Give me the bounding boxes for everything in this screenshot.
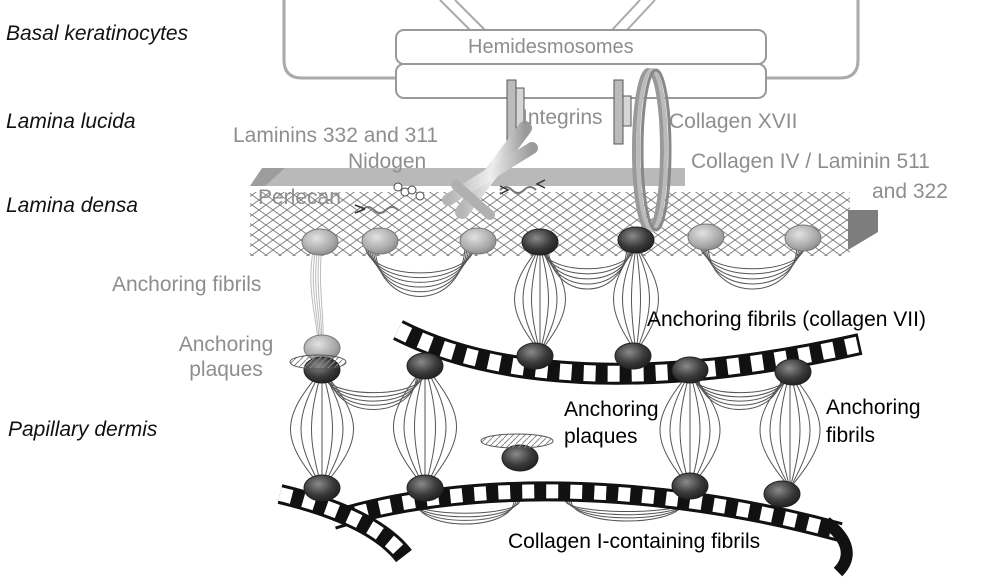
- anchoring-node-dark: [406, 352, 444, 380]
- fibril-strand: [689, 371, 711, 489]
- fibril-loop: [545, 243, 630, 285]
- integrins-structure: [506, 79, 632, 145]
- fibril-strand: [300, 369, 323, 489]
- anchoring-node-dark: [303, 474, 341, 502]
- lamina-densa-band: [250, 168, 878, 256]
- fibril-strand: [522, 245, 541, 353]
- layer-lamina-densa: Lamina densa: [6, 194, 138, 217]
- anchoring-node-light: [784, 224, 822, 252]
- label-collagen-i-fibrils: Collagen I-containing fibrils: [508, 530, 761, 553]
- fibril-strand: [321, 369, 333, 489]
- plaque-center: [480, 433, 554, 449]
- fibril-strand: [414, 365, 426, 489]
- fibril-loop: [547, 243, 628, 290]
- anchoring-node-dark: [521, 228, 559, 256]
- layer-basal-keratinocytes: Basal keratinocytes: [6, 22, 189, 45]
- fibril-strand: [622, 245, 637, 353]
- label-anchoring-plaques-center-1: Anchoring: [564, 398, 659, 421]
- layer-lamina-lucida: Lamina lucida: [6, 110, 136, 133]
- fibril-strand: [789, 371, 811, 489]
- layer-papillary-dermis: Papillary dermis: [8, 418, 158, 441]
- label-collagen-xvii: Collagen XVII: [669, 110, 798, 133]
- anchoring-node-light: [361, 227, 399, 255]
- fibril-strand: [669, 371, 691, 489]
- anchoring-node-dark: [516, 342, 554, 370]
- fibril-strand: [514, 245, 541, 353]
- fibril-strand: [659, 371, 691, 489]
- fibril-strand: [424, 365, 447, 489]
- fibril-strand: [531, 245, 541, 353]
- collagen-fibril-bands: [394, 322, 862, 382]
- fibril-strand: [424, 365, 436, 489]
- anchoring-nodes: [301, 223, 822, 508]
- collagen-fibril-end: [822, 517, 853, 577]
- fibril-strand: [635, 245, 650, 353]
- label-nidogen: Nidogen: [348, 150, 427, 173]
- perlecan-nidogen-chains: [354, 179, 546, 214]
- fibril-strand: [393, 365, 426, 489]
- fibril-loop: [368, 243, 472, 283]
- label-anchoring-plaques-left-2: plaques: [189, 358, 263, 381]
- fibril-strand: [539, 245, 566, 353]
- fibril-loop: [329, 371, 418, 410]
- fibril-strand: [789, 371, 801, 489]
- fibril-loop: [693, 371, 787, 402]
- anchoring-node-light: [687, 223, 725, 251]
- label-anchoring-fibrils-collagen-vii: Anchoring fibrils (collagen VII): [647, 308, 926, 331]
- anchoring-plaques: [289, 354, 554, 449]
- label-collagen-iv-line1: Collagen IV / Laminin 511: [691, 150, 930, 173]
- collagen-fibril-bands: [278, 487, 410, 561]
- fibril-loop: [695, 371, 785, 406]
- collagen-fibril-bands: [330, 484, 842, 539]
- fibril-loop: [697, 371, 783, 410]
- fibril-loop: [705, 243, 800, 285]
- fibril-strand: [290, 369, 323, 489]
- anchoring-node-dark: [763, 480, 801, 508]
- label-anchoring-plaques-center-2: plaques: [564, 425, 638, 448]
- anchoring-node-dark: [774, 358, 812, 386]
- label-integrins: Integrins: [522, 106, 603, 129]
- fibril-strand: [403, 365, 426, 489]
- anchoring-node-dark: [406, 474, 444, 502]
- anchoring-node-dark: [614, 342, 652, 370]
- anchoring-node-dark: [671, 356, 709, 384]
- label-laminins: Laminins 332 and 311: [233, 124, 439, 147]
- fibril-strand: [424, 365, 457, 489]
- label-anchoring-fibrils-right-2: fibrils: [826, 424, 876, 447]
- fibril-strand: [635, 245, 641, 353]
- fibril-loop: [370, 243, 470, 288]
- plaque-left: [289, 354, 347, 370]
- hemidesmosome-box: [395, 29, 767, 99]
- fibril-loop: [372, 243, 468, 293]
- fibril-loop: [327, 371, 420, 406]
- anchoring-node-dark: [501, 444, 539, 472]
- fibril-strand: [613, 245, 637, 353]
- fibril-loop: [707, 243, 798, 290]
- fibril-strand: [635, 245, 659, 353]
- fibril-strand: [631, 245, 637, 353]
- fibril-strand: [539, 245, 549, 353]
- laminin-rods: [442, 121, 538, 220]
- anchoring-node-dark: [617, 226, 655, 254]
- anchoring-node-dark: [671, 472, 709, 500]
- label-anchoring-plaques-left-1: Anchoring: [178, 333, 274, 356]
- fibril-strand: [311, 369, 323, 489]
- label-anchoring-fibrils-left: Anchoring fibrils: [112, 273, 262, 296]
- label-hemidesmosomes: Hemidesmosomes: [468, 36, 634, 58]
- fibril-strand: [779, 371, 791, 489]
- fibril-strand: [769, 371, 791, 489]
- label-collagen-iv-line2: and 322: [872, 180, 948, 203]
- label-anchoring-fibrils-right-1: Anchoring: [826, 396, 921, 419]
- fibril-strand: [539, 245, 558, 353]
- keratinocyte-cell: [282, 0, 860, 80]
- anchoring-node-light: [459, 227, 497, 255]
- label-perlecan: Perlecan: [258, 186, 341, 209]
- fibril-loop: [374, 243, 466, 297]
- fibril-strand: [789, 371, 821, 489]
- anchoring-node-light: [301, 228, 339, 256]
- collagen-fibril-bands: [277, 320, 863, 577]
